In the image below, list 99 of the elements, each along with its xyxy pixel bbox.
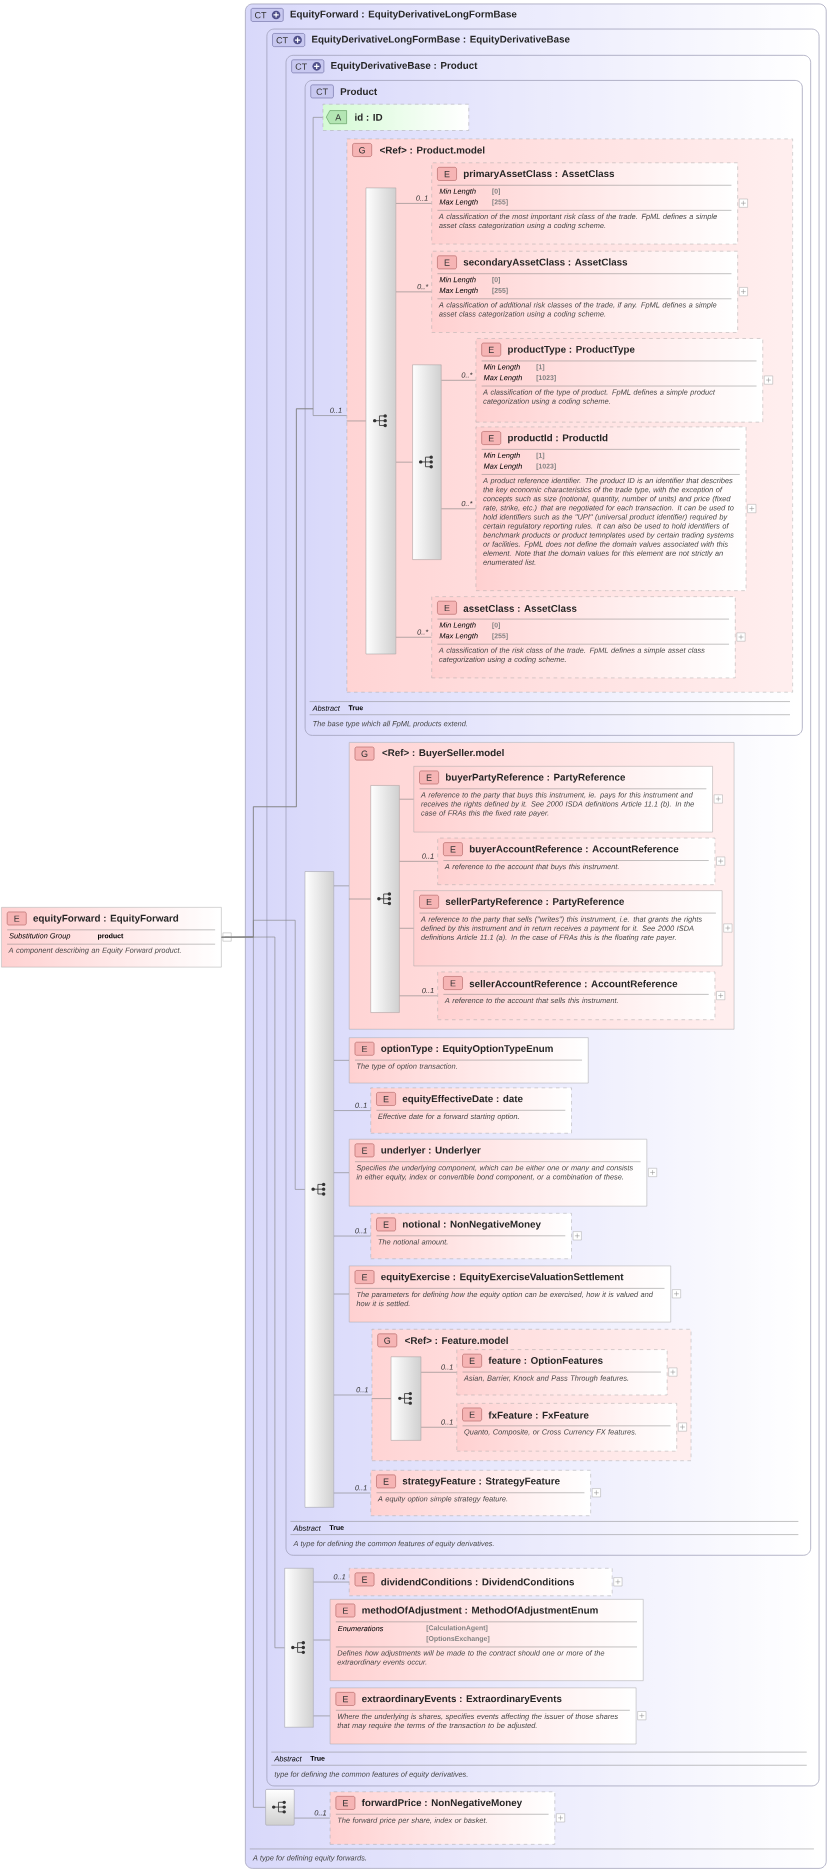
element-name: productType : ProductType <box>508 345 635 355</box>
type-badge: E <box>354 1572 375 1587</box>
element-name: equityForward : EquityForward <box>33 914 179 924</box>
connector <box>313 1715 331 1717</box>
type-title: EquityDerivativeLongFormBase : EquityDerivativeBase <box>312 35 570 45</box>
type-badge: E <box>335 1796 356 1810</box>
element-name: dividendConditions : DividendConditions <box>381 1578 575 1586</box>
element-box <box>330 1599 644 1681</box>
element-name: optionType : EquityOptionTypeEnum <box>381 1044 553 1054</box>
connector <box>333 1110 371 1111</box>
connector <box>313 1581 350 1583</box>
connector <box>333 1394 373 1396</box>
type-badge: E <box>376 1217 397 1232</box>
element-name: assetClass : AssetClass <box>463 604 577 612</box>
connector <box>333 1293 350 1295</box>
type-badge: E <box>462 1407 483 1422</box>
connector <box>441 508 477 510</box>
type-badge: E <box>437 600 457 615</box>
element-name: sellerPartyReference : PartyReference <box>445 897 625 907</box>
type-badge: E <box>7 911 27 926</box>
connector <box>421 1372 458 1373</box>
element-name: strategyFeature : StrategyFeature <box>402 1477 560 1487</box>
type-badge: E <box>481 342 502 357</box>
connector <box>441 380 477 381</box>
element-name: feature : OptionFeatures <box>488 1356 603 1366</box>
type-badge: E <box>419 770 440 785</box>
type-badge: G <box>352 143 373 157</box>
type-badge: E <box>335 1603 356 1618</box>
element-name: extraordinaryEvents : ExtraordinaryEvents <box>362 1694 562 1705</box>
type-badge: A <box>326 110 348 124</box>
connector <box>333 1172 350 1173</box>
element-name: fxFeature : FxFeature <box>488 1411 589 1419</box>
connector <box>333 885 350 887</box>
sequence-bar <box>391 1356 422 1441</box>
type-badge: CT <box>250 8 284 22</box>
element-name: primaryAssetClass : AssetClass <box>464 169 615 180</box>
type-badge: E <box>481 431 502 445</box>
type-badge: E <box>376 1474 397 1489</box>
element-box <box>349 1037 589 1084</box>
type-badge: E <box>443 842 463 856</box>
element-name: buyerPartyReference : PartyReference <box>446 773 626 783</box>
connector <box>221 936 266 1808</box>
connector <box>399 995 438 997</box>
connector <box>395 203 432 204</box>
type-badge: E <box>462 1353 483 1368</box>
group-title: <Ref> : BuyerSeller.model <box>382 749 504 759</box>
type-badge: E <box>443 976 463 990</box>
type-badge: CT <box>291 59 325 74</box>
type-badge: E <box>354 1041 375 1056</box>
element-name: equityExercise : EquityExerciseValuationSettlement <box>381 1273 624 1283</box>
type-badge: E <box>354 1143 375 1158</box>
element-name: equityEffectiveDate : date <box>402 1095 523 1105</box>
type-title: Product <box>341 87 378 96</box>
element-name: notional : NonNegativeMoney <box>403 1220 542 1230</box>
connector <box>399 798 414 800</box>
sequence-bar <box>284 1568 314 1728</box>
element-name: buyerAccountReference : AccountReference <box>470 845 679 855</box>
connector <box>333 1060 350 1061</box>
element-box <box>370 1087 572 1134</box>
type-badge: E <box>354 1270 375 1284</box>
group-title: <Ref> : Feature.model <box>405 1336 508 1344</box>
type-badge: E <box>376 1092 397 1106</box>
element-name: secondaryAssetClass : AssetClass <box>463 258 628 268</box>
connector <box>399 928 414 929</box>
type-badge: E <box>437 255 457 270</box>
connector <box>348 898 371 900</box>
sequence-bar <box>370 785 400 1013</box>
type-badge: CT <box>310 84 334 99</box>
sequence-bar <box>304 871 335 1508</box>
type-badge: G <box>377 1333 398 1348</box>
sequence-bar <box>365 187 397 655</box>
element-name: underlyer : Underlyer <box>381 1146 481 1156</box>
element-name: sellerAccountReference : AccountReference <box>469 980 678 988</box>
connector <box>313 1639 331 1641</box>
connector <box>399 861 438 862</box>
element-name: methodOfAdjustment : MethodOfAdjustmentEnum <box>362 1606 598 1616</box>
connector <box>395 291 432 293</box>
connector <box>421 1426 458 1428</box>
sequence-bar <box>412 364 442 560</box>
group-title: <Ref> : Product.model <box>380 146 485 154</box>
element-name: forwardPrice : NonNegativeMoney <box>362 1798 523 1809</box>
attribute-box <box>322 104 470 131</box>
connector <box>333 1235 371 1237</box>
connector <box>371 1398 392 1399</box>
type-badge: E <box>335 1692 356 1706</box>
connector <box>395 636 432 638</box>
sequence-box <box>265 1789 295 1826</box>
connector <box>395 461 413 463</box>
type-title: EquityForward : EquityDerivativeLongFormBase <box>290 10 517 20</box>
type-badge: G <box>354 746 375 761</box>
type-title: EquityDerivativeBase : Product <box>331 61 478 71</box>
connector <box>346 420 367 422</box>
connector <box>333 1492 371 1494</box>
type-badge: CT <box>272 33 306 47</box>
connector <box>294 1817 331 1819</box>
attribute-name: id : ID <box>355 113 383 121</box>
type-badge: E <box>437 167 457 181</box>
element-name: productId : ProductId <box>508 434 608 444</box>
type-badge: E <box>419 894 440 909</box>
